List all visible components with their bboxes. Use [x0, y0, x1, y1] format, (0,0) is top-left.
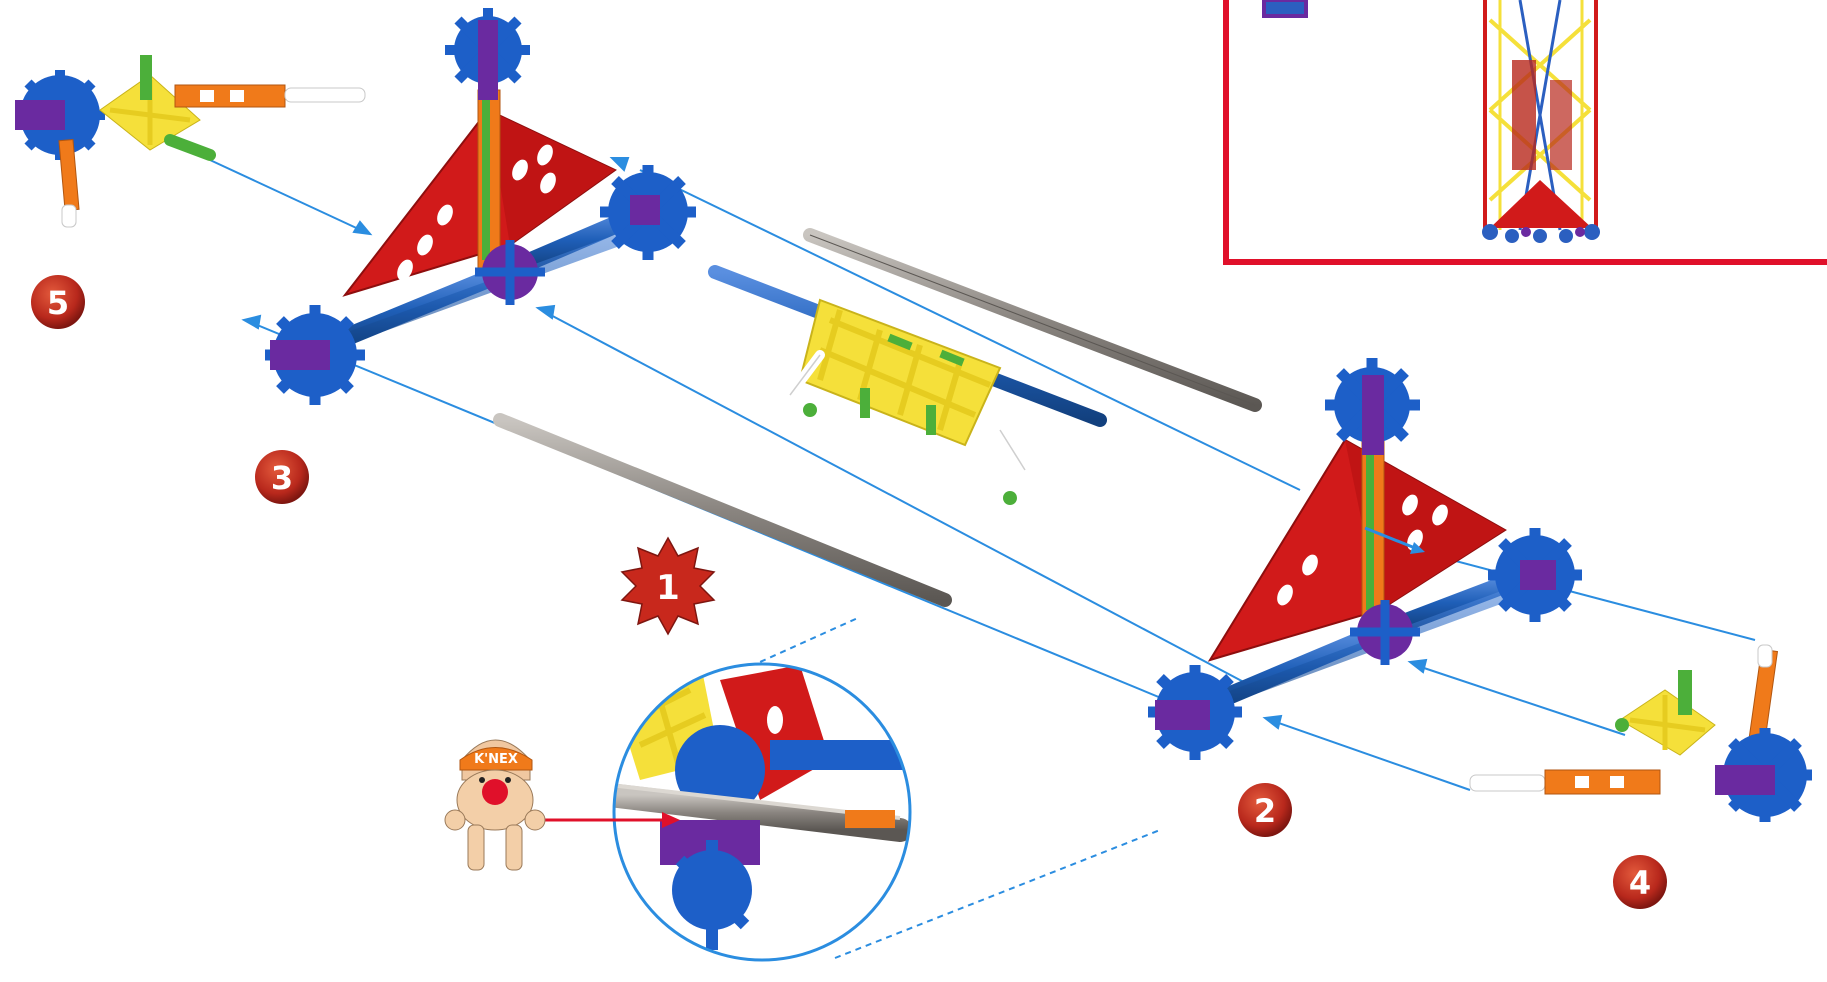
step-badge-4: 4	[1613, 855, 1667, 909]
center-bridge-assembly	[715, 272, 1100, 505]
left-triangle-assembly	[265, 8, 696, 405]
connector-left	[1148, 665, 1242, 760]
inset-small-part	[1262, 0, 1308, 18]
grey-rod-lower	[500, 420, 945, 600]
connector-left	[265, 305, 365, 405]
step-number-5: 5	[47, 284, 69, 322]
step-number-3: 3	[271, 459, 293, 497]
main-step-number: 1	[656, 568, 680, 608]
step-badge-5: 5	[31, 275, 85, 329]
step-number-2: 2	[1254, 792, 1276, 830]
connector-top	[445, 8, 530, 100]
sub-assembly-5	[15, 55, 365, 227]
inset-preview	[1226, 0, 1827, 262]
mascot-hat-label: K'NEX	[474, 752, 518, 767]
step-badge-3: 3	[255, 450, 309, 504]
step-number-4: 4	[1629, 864, 1651, 902]
inset-tower	[1482, 0, 1600, 243]
connector-right	[1488, 528, 1582, 622]
main-step-burst: 1	[622, 538, 714, 634]
detail-zoom-callout	[610, 617, 1160, 970]
sub-assembly-4	[1470, 645, 1812, 822]
connector-top	[1325, 358, 1420, 455]
step-badge-2: 2	[1238, 783, 1292, 837]
